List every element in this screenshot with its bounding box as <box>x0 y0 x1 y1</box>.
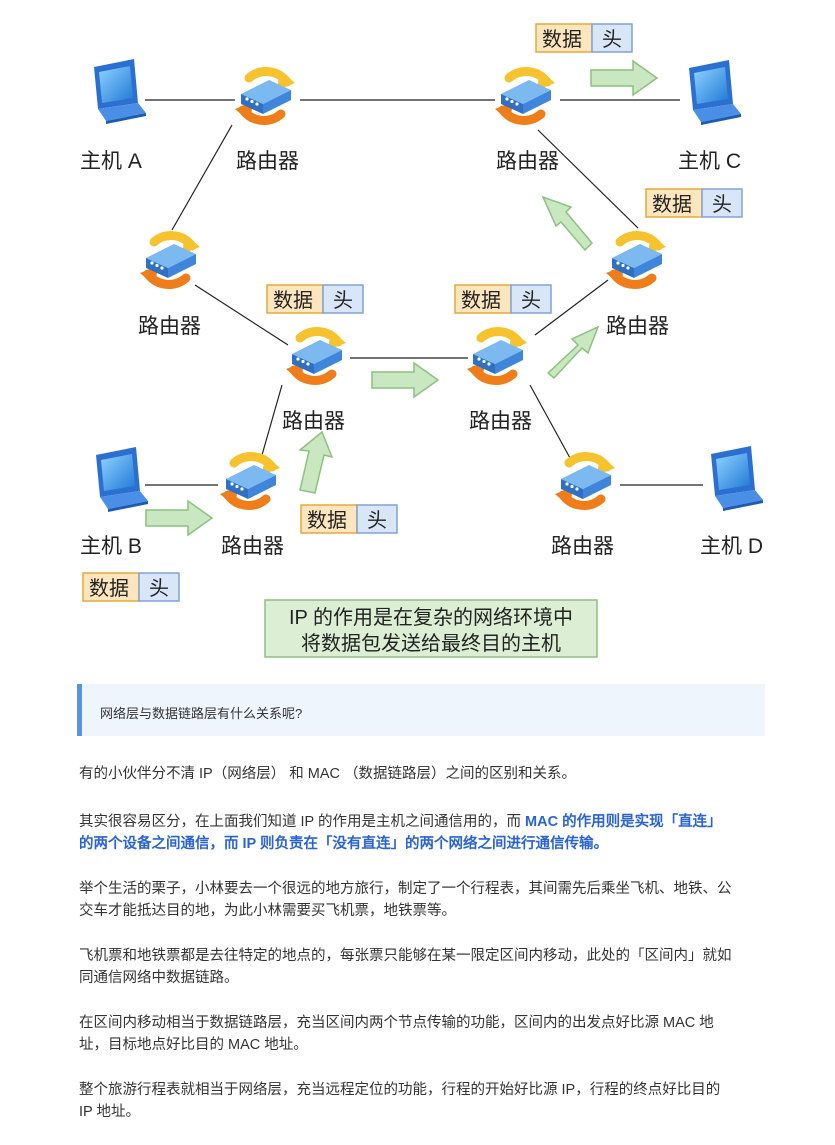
arrow-right <box>145 499 214 537</box>
paragraph: 整个旅游行程表就相当于网络层，充当远程定位的功能，行程的开始好比源 IP，行程的… <box>79 1079 765 1123</box>
paragraph-line: 飞机票和地铁票都是去往特定的地点的，每张票只能够在某一限定区间内移动，此处的「区… <box>79 948 732 964</box>
host-b-laptop-icon <box>96 447 148 512</box>
host-d-laptop-icon <box>711 446 763 511</box>
arrow-up <box>541 195 594 252</box>
packet-data-label: 数据 <box>461 289 501 312</box>
callout-box: 网络层与数据链路层有什么关系呢? <box>77 684 765 736</box>
packet: 数据 头 <box>535 23 633 53</box>
flow-arrows <box>145 59 659 537</box>
router-icon <box>495 70 555 122</box>
host-d-label: 主机 D <box>700 535 763 558</box>
diagram-caption: IP 的作用是在复杂的网络环境中 将数据包发送给最终目的主机 <box>264 599 598 658</box>
router-icon <box>220 455 280 507</box>
router-label: 路由器 <box>469 410 532 433</box>
paragraph-text: 有的小伙伴分不清 IP（网络层） 和 MAC （数据链路层）之间的区别和关系。 <box>79 766 577 782</box>
highlight-text: 的两个设备之间通信，而 IP 则负责在「没有直连」的两个网络之间进行通信传输。 <box>79 836 608 852</box>
router-label: 路由器 <box>551 535 614 558</box>
router-label: 路由器 <box>221 535 284 558</box>
packet: 数据 头 <box>300 504 398 534</box>
router-icon <box>235 70 295 122</box>
paragraph-line: 举个生活的栗子，小林要去一个很远的地方旅行，制定了一个行程表，其间需先后乘坐飞机… <box>79 881 732 897</box>
paragraph: 在区间内移动相当于数据链路层，充当区间内两个节点传输的功能，区间内的出发点好比源… <box>79 1012 765 1056</box>
packet-head-label: 头 <box>602 28 622 51</box>
router-label: 路由器 <box>496 150 559 173</box>
paragraph: 举个生活的栗子，小林要去一个很远的地方旅行，制定了一个行程表，其间需先后乘坐飞机… <box>79 878 765 922</box>
highlight-text: MAC 的作用则是实现「直连」 <box>525 814 722 830</box>
packet-head-label: 头 <box>333 289 353 312</box>
arrow-up-right <box>546 325 600 380</box>
arrow-right <box>590 59 659 97</box>
packet-head-label: 头 <box>521 289 541 312</box>
packet-data-label: 数据 <box>89 577 129 600</box>
paragraph: 飞机票和地铁票都是去往特定的地点的，每张票只能够在某一限定区间内移动，此处的「区… <box>79 945 765 989</box>
router-label: 路由器 <box>236 150 299 173</box>
router-icon <box>467 330 527 382</box>
host-c-laptop-icon <box>689 60 741 125</box>
paragraph-text: 其实很容易区分，在上面我们知道 IP 的作用是主机之间通信用的，而 <box>79 814 526 830</box>
packet-head-label: 头 <box>149 577 169 600</box>
packet-data-label: 数据 <box>307 509 347 532</box>
caption-line-1: IP 的作用是在复杂的网络环境中 <box>289 606 573 629</box>
router-icon <box>286 330 346 382</box>
links <box>145 99 703 486</box>
host-a-label: 主机 A <box>80 150 142 173</box>
paragraph-line: 同通信网络中数据链路。 <box>79 970 239 986</box>
router-label: 路由器 <box>606 315 669 338</box>
callout-text: 网络层与数据链路层有什么关系呢? <box>100 706 303 721</box>
host-b-label: 主机 B <box>80 535 142 558</box>
host-c-label: 主机 C <box>678 150 741 173</box>
paragraph-line: 在区间内移动相当于数据链路层，充当区间内两个节点传输的功能，区间内的出发点好比源… <box>79 1015 714 1031</box>
network-diagram: 主机 A 主机 B 主机 C 主机 D 路由器 路由器 路由器 路由器 路由器 … <box>80 23 763 658</box>
paragraph-line: 址，目标地点好比目的 MAC 地址。 <box>79 1037 308 1053</box>
packet-data-label: 数据 <box>652 193 692 216</box>
paragraph-line: IP 地址。 <box>79 1104 140 1120</box>
router-label: 路由器 <box>282 410 345 433</box>
router-icon <box>606 234 666 286</box>
packet-head-label: 头 <box>712 193 732 216</box>
paragraph-line: 交车才能抵达目的地，为此小林需要买飞机票，地铁票等。 <box>79 903 456 919</box>
packet-head-label: 头 <box>367 509 387 532</box>
arrow-up <box>298 430 334 494</box>
router-label: 路由器 <box>138 315 201 338</box>
paragraph: 其实很容易区分，在上面我们知道 IP 的作用是主机之间通信用的，而 MAC 的作… <box>79 811 765 855</box>
packet: 数据 头 <box>82 572 180 602</box>
host-a-laptop-icon <box>94 59 146 124</box>
packet: 数据 头 <box>454 284 552 314</box>
packet-data-label: 数据 <box>542 28 582 51</box>
packet-data-label: 数据 <box>273 289 313 312</box>
paragraph-line: 整个旅游行程表就相当于网络层，充当远程定位的功能，行程的开始好比源 IP，行程的… <box>79 1082 721 1098</box>
packet: 数据 头 <box>266 284 364 314</box>
packet: 数据 头 <box>645 188 743 218</box>
router-icon <box>140 234 200 286</box>
caption-line-2: 将数据包发送给最终目的主机 <box>301 632 561 655</box>
router-icon <box>555 455 615 507</box>
paragraph: 有的小伙伴分不清 IP（网络层） 和 MAC （数据链路层）之间的区别和关系。 <box>79 763 765 785</box>
arrow-right <box>371 361 440 399</box>
